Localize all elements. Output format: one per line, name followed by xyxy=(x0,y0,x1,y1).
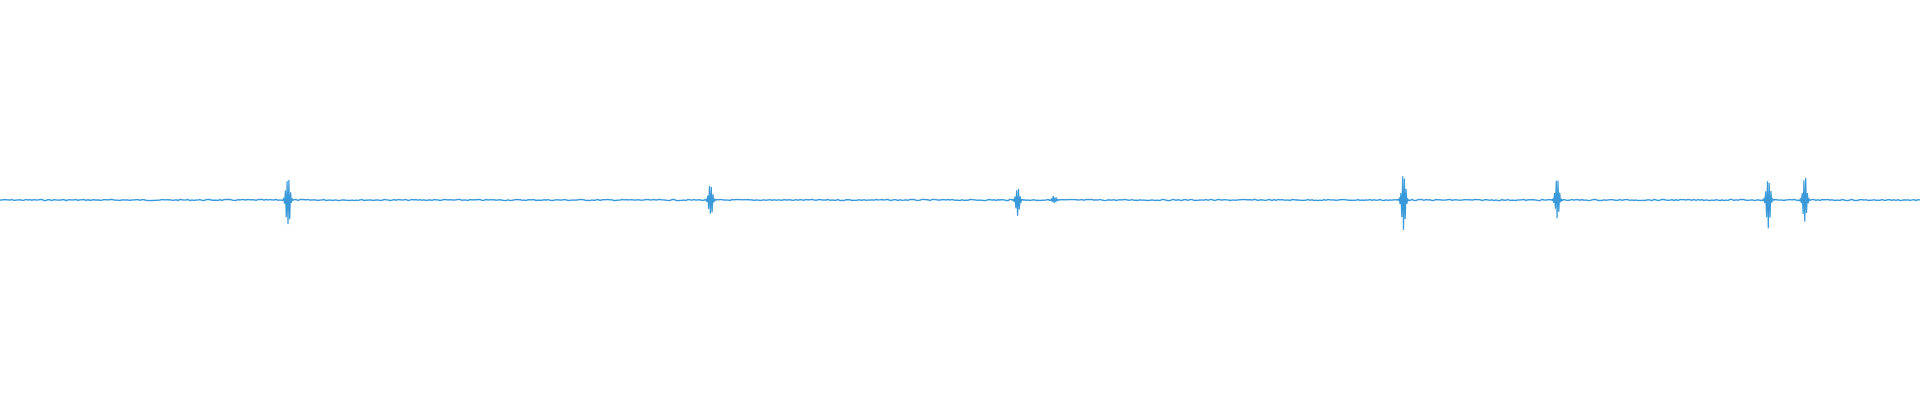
waveform-spike xyxy=(704,185,717,214)
waveform-baseline xyxy=(0,198,1920,202)
waveform-spike xyxy=(1798,177,1811,222)
waveform-spike xyxy=(1011,188,1024,216)
waveform-spikes xyxy=(281,176,1811,230)
waveform-spike xyxy=(1397,176,1410,230)
waveform-spike xyxy=(1550,180,1564,219)
waveform-spike xyxy=(281,179,295,225)
waveform-spike xyxy=(1761,181,1775,229)
waveform-spike xyxy=(1048,195,1061,204)
